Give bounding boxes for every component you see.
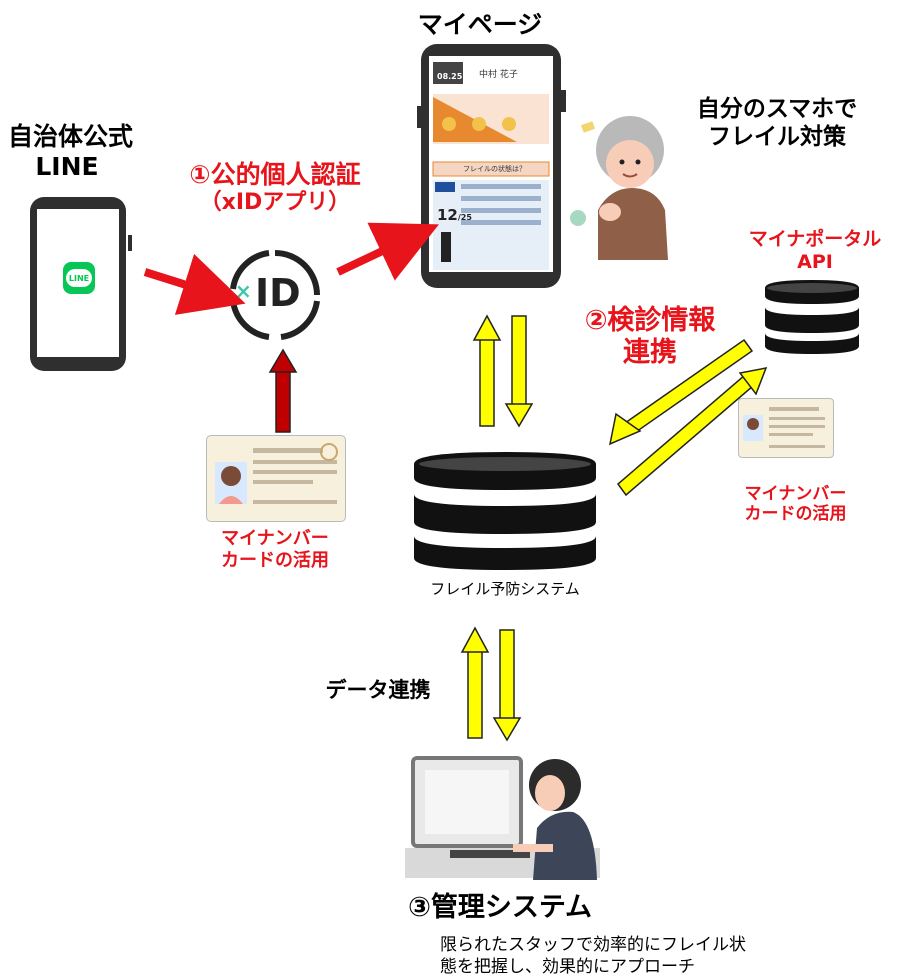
phone-frame-icon: [417, 44, 566, 288]
admin-to-system-arrow-down: [492, 629, 522, 742]
mynumber-card-icon: [215, 443, 338, 504]
mynumber-card-icon: [743, 407, 825, 448]
mypage-title: マイページ: [417, 10, 543, 39]
line-app-icon[interactable]: LINE: [63, 262, 95, 294]
system-to-mypage-arrow-down: [504, 315, 534, 428]
management-title: ③管理システム: [407, 892, 593, 923]
mynumber-right-label: マイナンバー カードの活用: [744, 484, 847, 525]
screen-banner: フレイルの状態は？: [463, 165, 526, 173]
card-to-xid-arrow: [268, 348, 298, 433]
auth-title: ①公的個人認証 （xIDアプリ）: [189, 160, 361, 215]
data-link-label: データ連携: [325, 678, 431, 702]
xid-id-text: ID: [255, 271, 301, 315]
frailty-system-database-icon: [412, 452, 598, 570]
portal-api-label: マイナポータル API: [748, 228, 882, 273]
screen-date: 08.25: [437, 72, 463, 81]
line-phone: LINE: [28, 195, 132, 373]
mynumber-card-right: [738, 398, 834, 458]
elderly-person-illustration: [570, 100, 685, 260]
system-to-admin-arrow-up: [460, 626, 490, 739]
mynumber-card-left: [206, 435, 346, 522]
line-logo-text: LINE: [68, 273, 90, 283]
line-title: 自治体公式 LINE: [8, 122, 134, 181]
mypage-phone[interactable]: 08.25 中村 花子 フレイルの状態は？ 12/25: [417, 42, 567, 290]
mypage-to-system-arrow-up: [472, 314, 502, 427]
mynumber-left-label: マイナンバー カードの活用: [221, 528, 329, 571]
computer-operator-icon: [405, 756, 600, 880]
checkup-link-label: ②検診情報 連携: [584, 305, 716, 369]
system-to-portal-arrow: [616, 367, 768, 497]
elderly-person-icon: [570, 116, 668, 260]
portal-database-icon: [763, 280, 861, 354]
screen-day: 12/25: [437, 206, 472, 224]
xid-to-mypage-arrow: [336, 222, 439, 281]
portal-to-system-arrow: [608, 338, 754, 446]
line-to-xid-arrow: [143, 253, 246, 315]
self-care-label: 自分のスマホで フレイル対策: [696, 96, 858, 150]
management-description: 限られたスタッフで効率的にフレイル状 態を把握し、効果的にアプローチ: [440, 935, 746, 978]
frailty-system-label: フレイル予防システム: [430, 580, 580, 598]
staff-computer-illustration: [405, 750, 600, 880]
screen-name: 中村 花子: [479, 70, 518, 80]
